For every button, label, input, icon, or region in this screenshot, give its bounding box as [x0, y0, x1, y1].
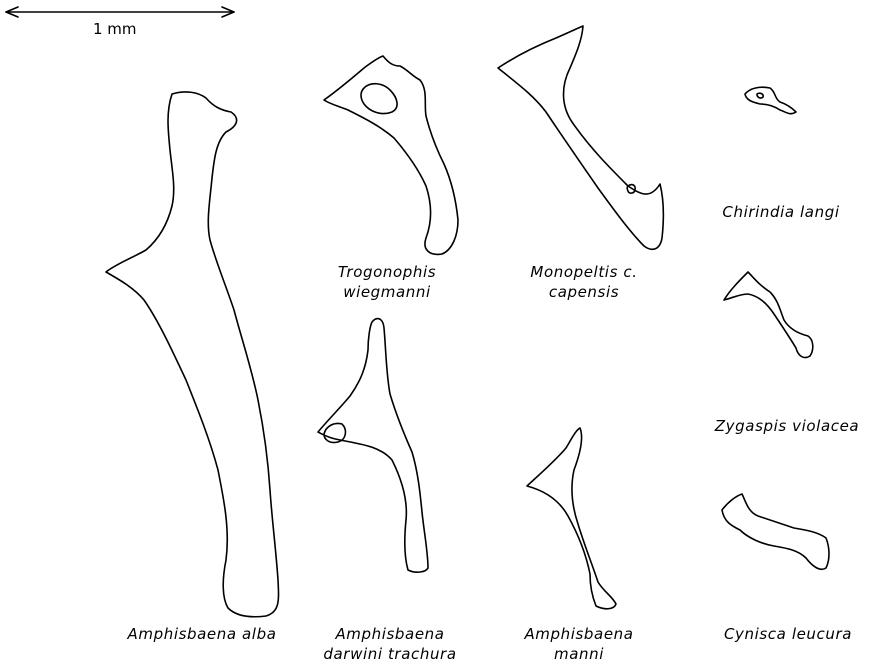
specimen-label-darwini: Amphisbaena darwini trachura [310, 624, 470, 664]
label-line: darwini trachura [310, 644, 470, 664]
amphisbaena-alba-outline [106, 92, 279, 617]
specimen-label-zygaspis: Zygaspis violacea [702, 416, 872, 436]
label-line: Zygaspis violacea [702, 416, 872, 436]
manni-outline [527, 428, 616, 609]
label-line: capensis [514, 282, 654, 302]
scale-bar [6, 7, 234, 17]
label-line: Monopeltis c. [514, 262, 654, 282]
darwini-outline [318, 319, 428, 573]
trogonophis-outline [324, 56, 458, 254]
specimen-label-monopeltis: Monopeltis c. capensis [514, 262, 654, 302]
label-line: Amphisbaena [514, 624, 644, 644]
chirindia-foramen [757, 93, 763, 98]
specimen-label-trogonophis: Trogonophis wiegmanni [312, 262, 462, 302]
cynisca-outline [722, 494, 829, 569]
label-line: Cynisca leucura [708, 624, 868, 644]
specimen-label-amphisbaena-alba: Amphisbaena alba [112, 624, 292, 644]
chirindia-outline [745, 87, 796, 113]
specimen-label-chirindia: Chirindia langi [706, 202, 856, 222]
label-line: manni [514, 644, 644, 664]
label-line: Amphisbaena alba [112, 624, 292, 644]
zygaspis-outline [724, 272, 813, 358]
label-line: Amphisbaena [310, 624, 470, 644]
scale-bar-label: 1 mm [93, 20, 137, 38]
specimen-label-cynisca: Cynisca leucura [708, 624, 868, 644]
specimen-label-manni: Amphisbaena manni [514, 624, 644, 664]
label-line: wiegmanni [312, 282, 462, 302]
label-line: Chirindia langi [706, 202, 856, 222]
monopeltis-outline [498, 26, 663, 249]
trogonophis-foramen [361, 84, 397, 114]
label-line: Trogonophis [312, 262, 462, 282]
